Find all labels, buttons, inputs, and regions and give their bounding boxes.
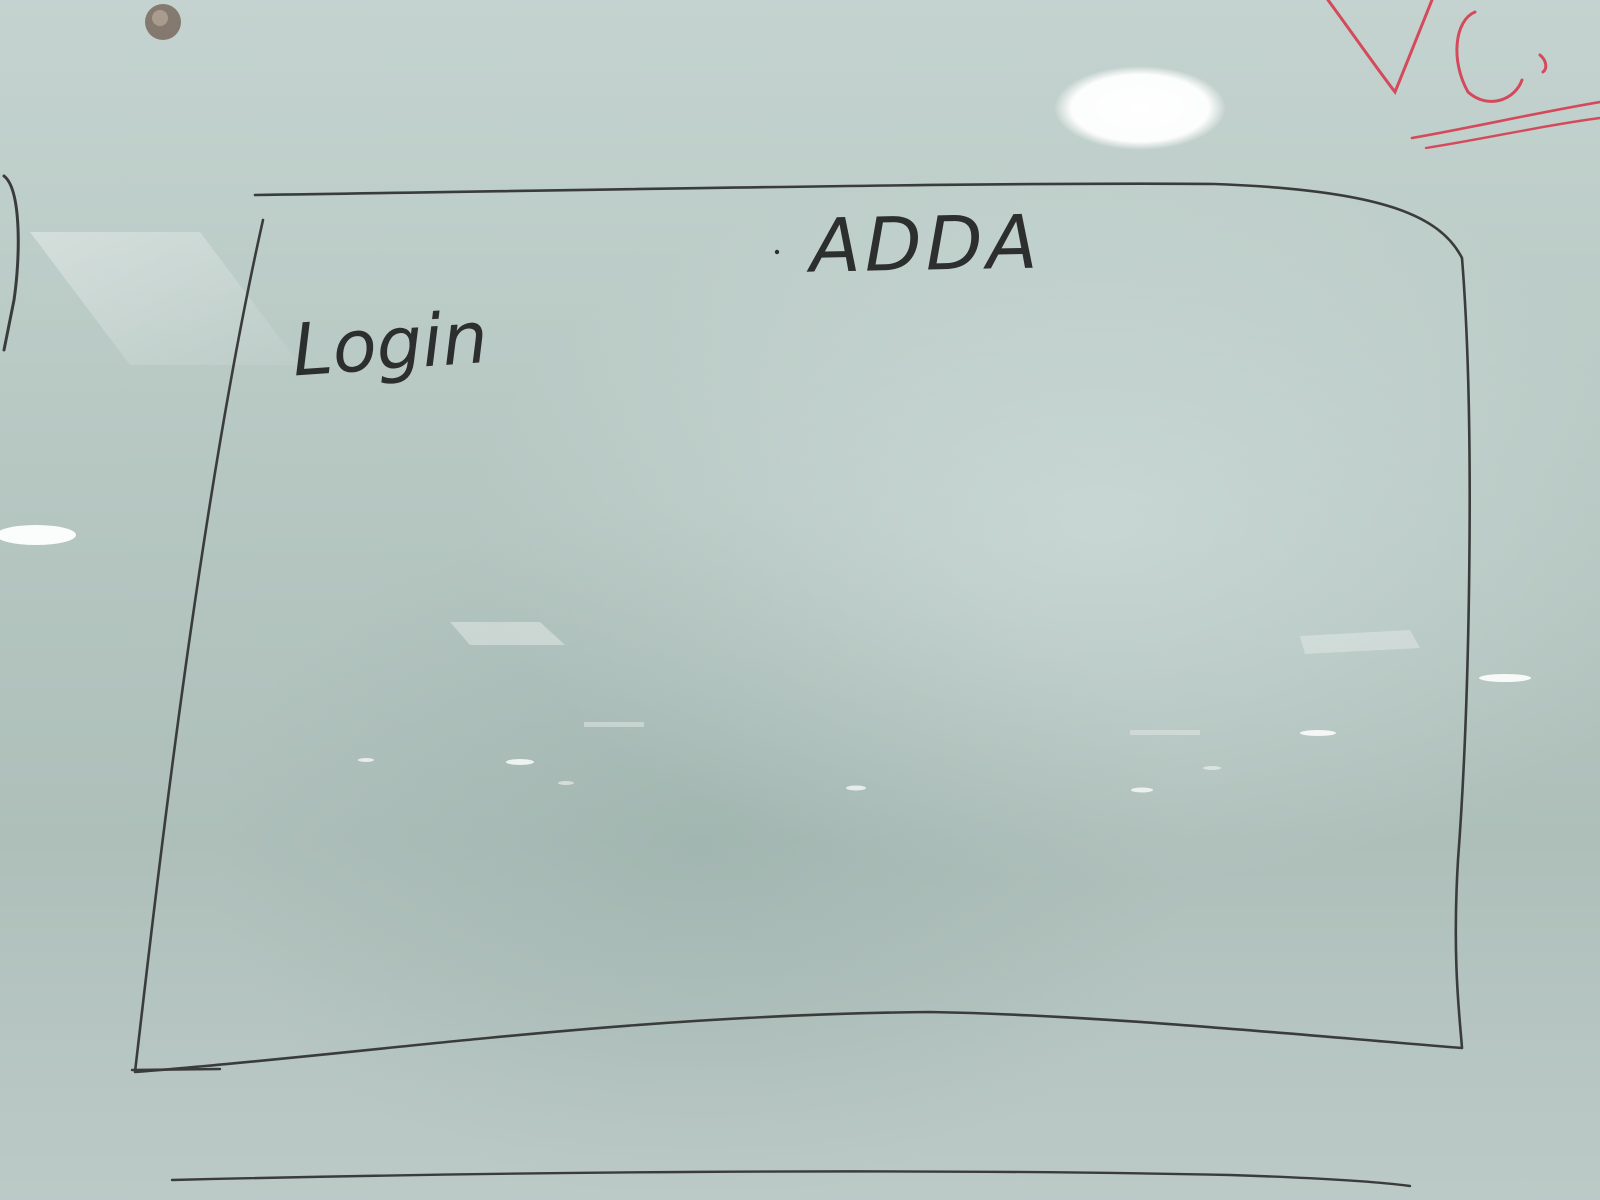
- login-label: Login: [290, 295, 491, 392]
- left-edge-stroke: [2, 174, 20, 352]
- ceiling-light-glare: [1054, 66, 1226, 150]
- ceiling-panel-reflection: [30, 232, 300, 365]
- wireframe-title: ADDA: [805, 200, 1042, 290]
- wireframe-frame: [133, 182, 1471, 1074]
- bottom-edge-stroke: [170, 1170, 1412, 1188]
- red-scribble: [1326, 0, 1600, 150]
- light-reflection-left: [0, 525, 76, 545]
- distant-light-reflections: [358, 622, 1531, 793]
